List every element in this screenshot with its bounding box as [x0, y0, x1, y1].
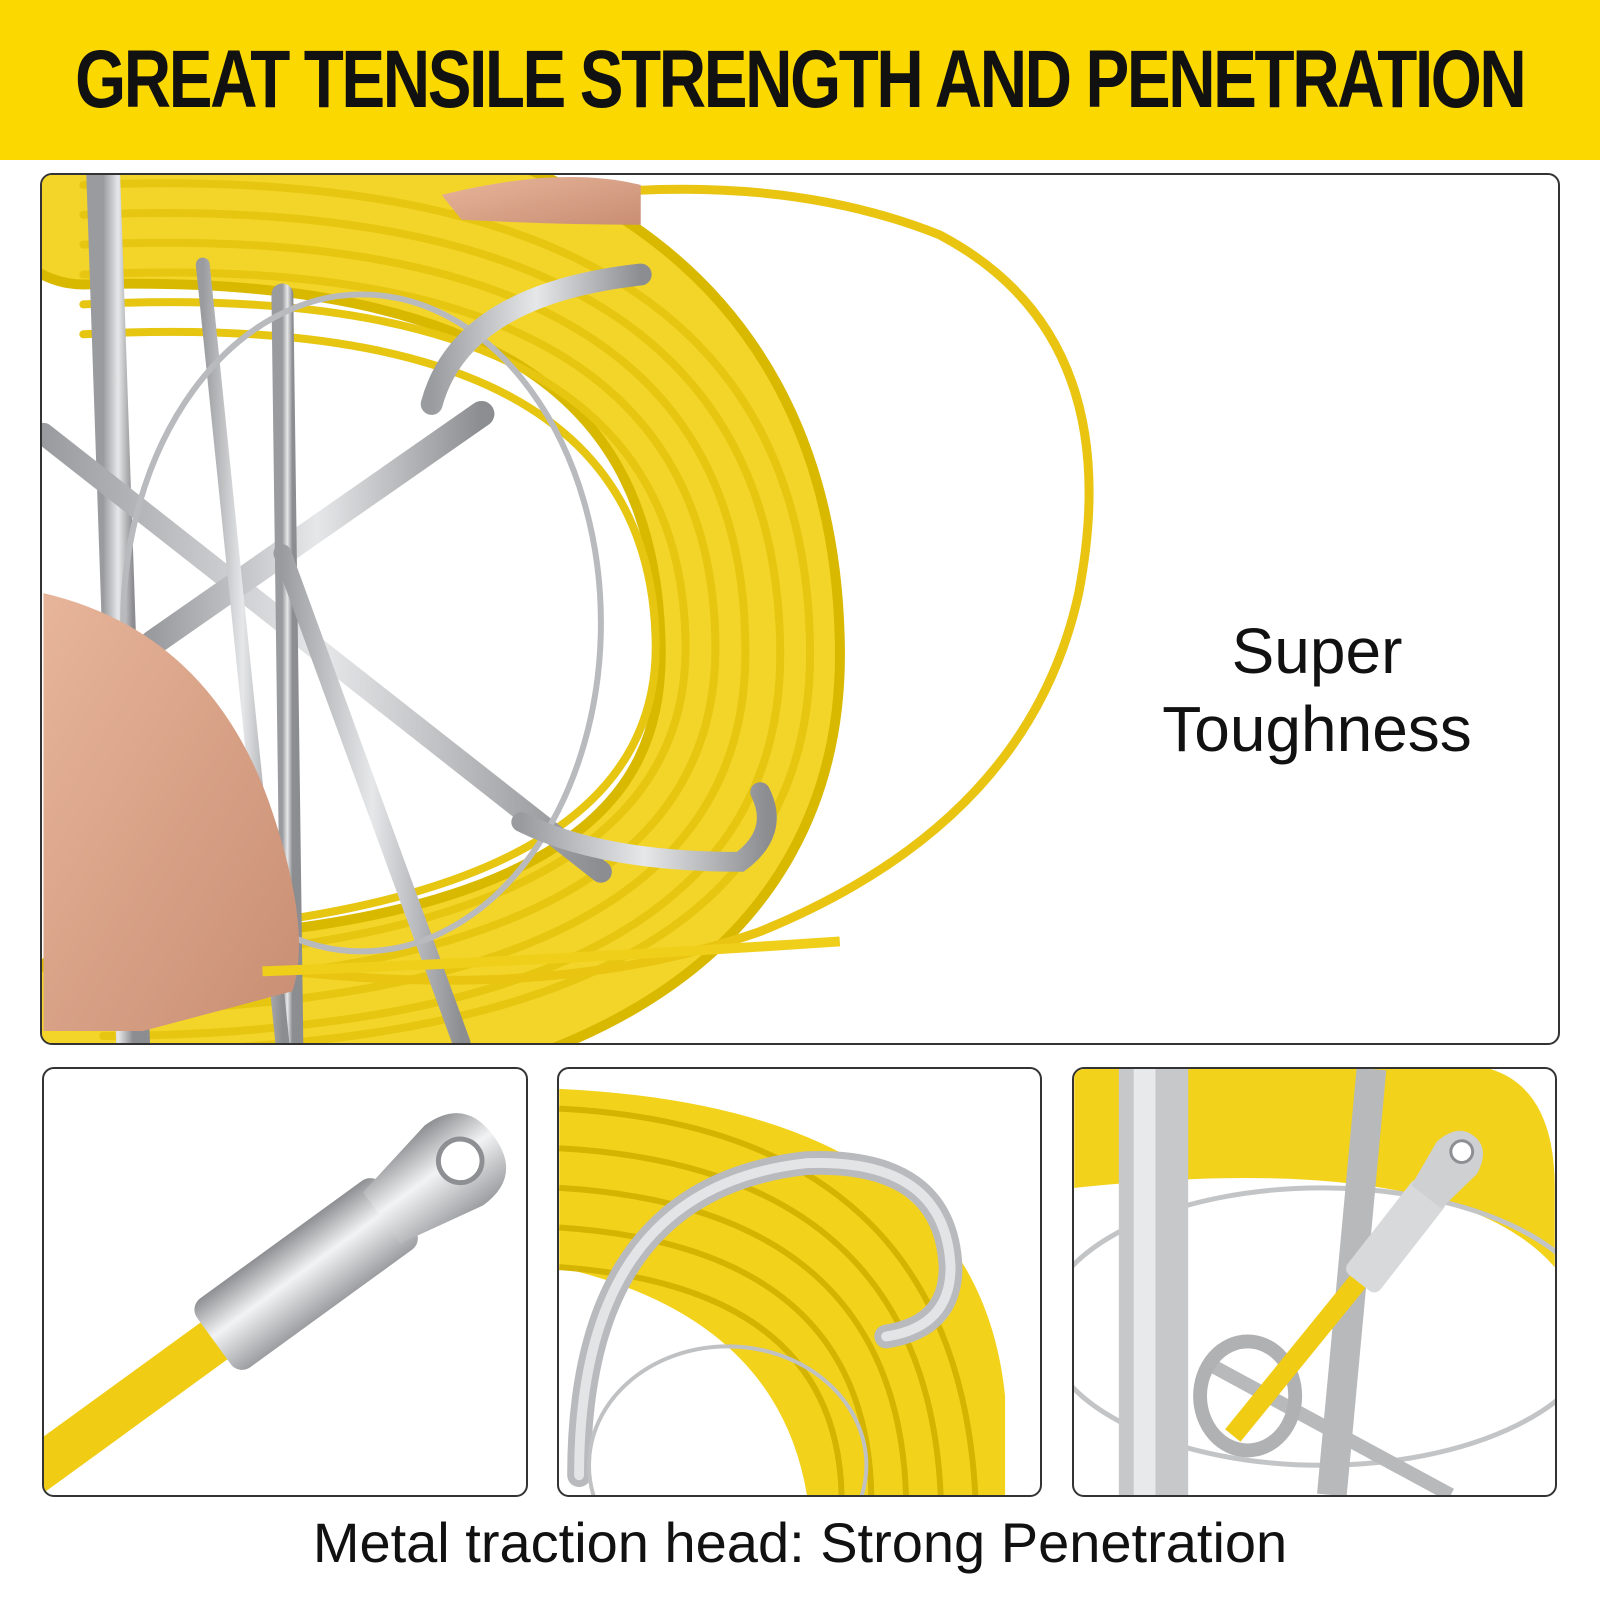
detail-photo-traction-head: [42, 1067, 528, 1497]
feature-text: Super Toughness: [1087, 612, 1547, 768]
detail-photo-coil-guard: [557, 1067, 1042, 1497]
title-banner: GREAT TENSILE STRENGTH AND PENETRATION: [0, 0, 1600, 160]
coil-guard-illustration: [559, 1088, 1006, 1495]
head-at-frame-illustration: [1074, 1069, 1555, 1495]
main-product-photo: Super Toughness: [40, 173, 1560, 1045]
banner-title: GREAT TENSILE STRENGTH AND PENETRATION: [75, 34, 1527, 125]
bottom-caption: Metal traction head: Strong Penetration: [312, 1511, 1288, 1574]
feature-line-2: Toughness: [1162, 693, 1472, 765]
reel-illustration: [42, 175, 1094, 1043]
detail-photo-head-at-frame: [1072, 1067, 1557, 1497]
traction-head-illustration: [44, 1113, 507, 1491]
feature-line-1: Super: [1231, 615, 1403, 687]
